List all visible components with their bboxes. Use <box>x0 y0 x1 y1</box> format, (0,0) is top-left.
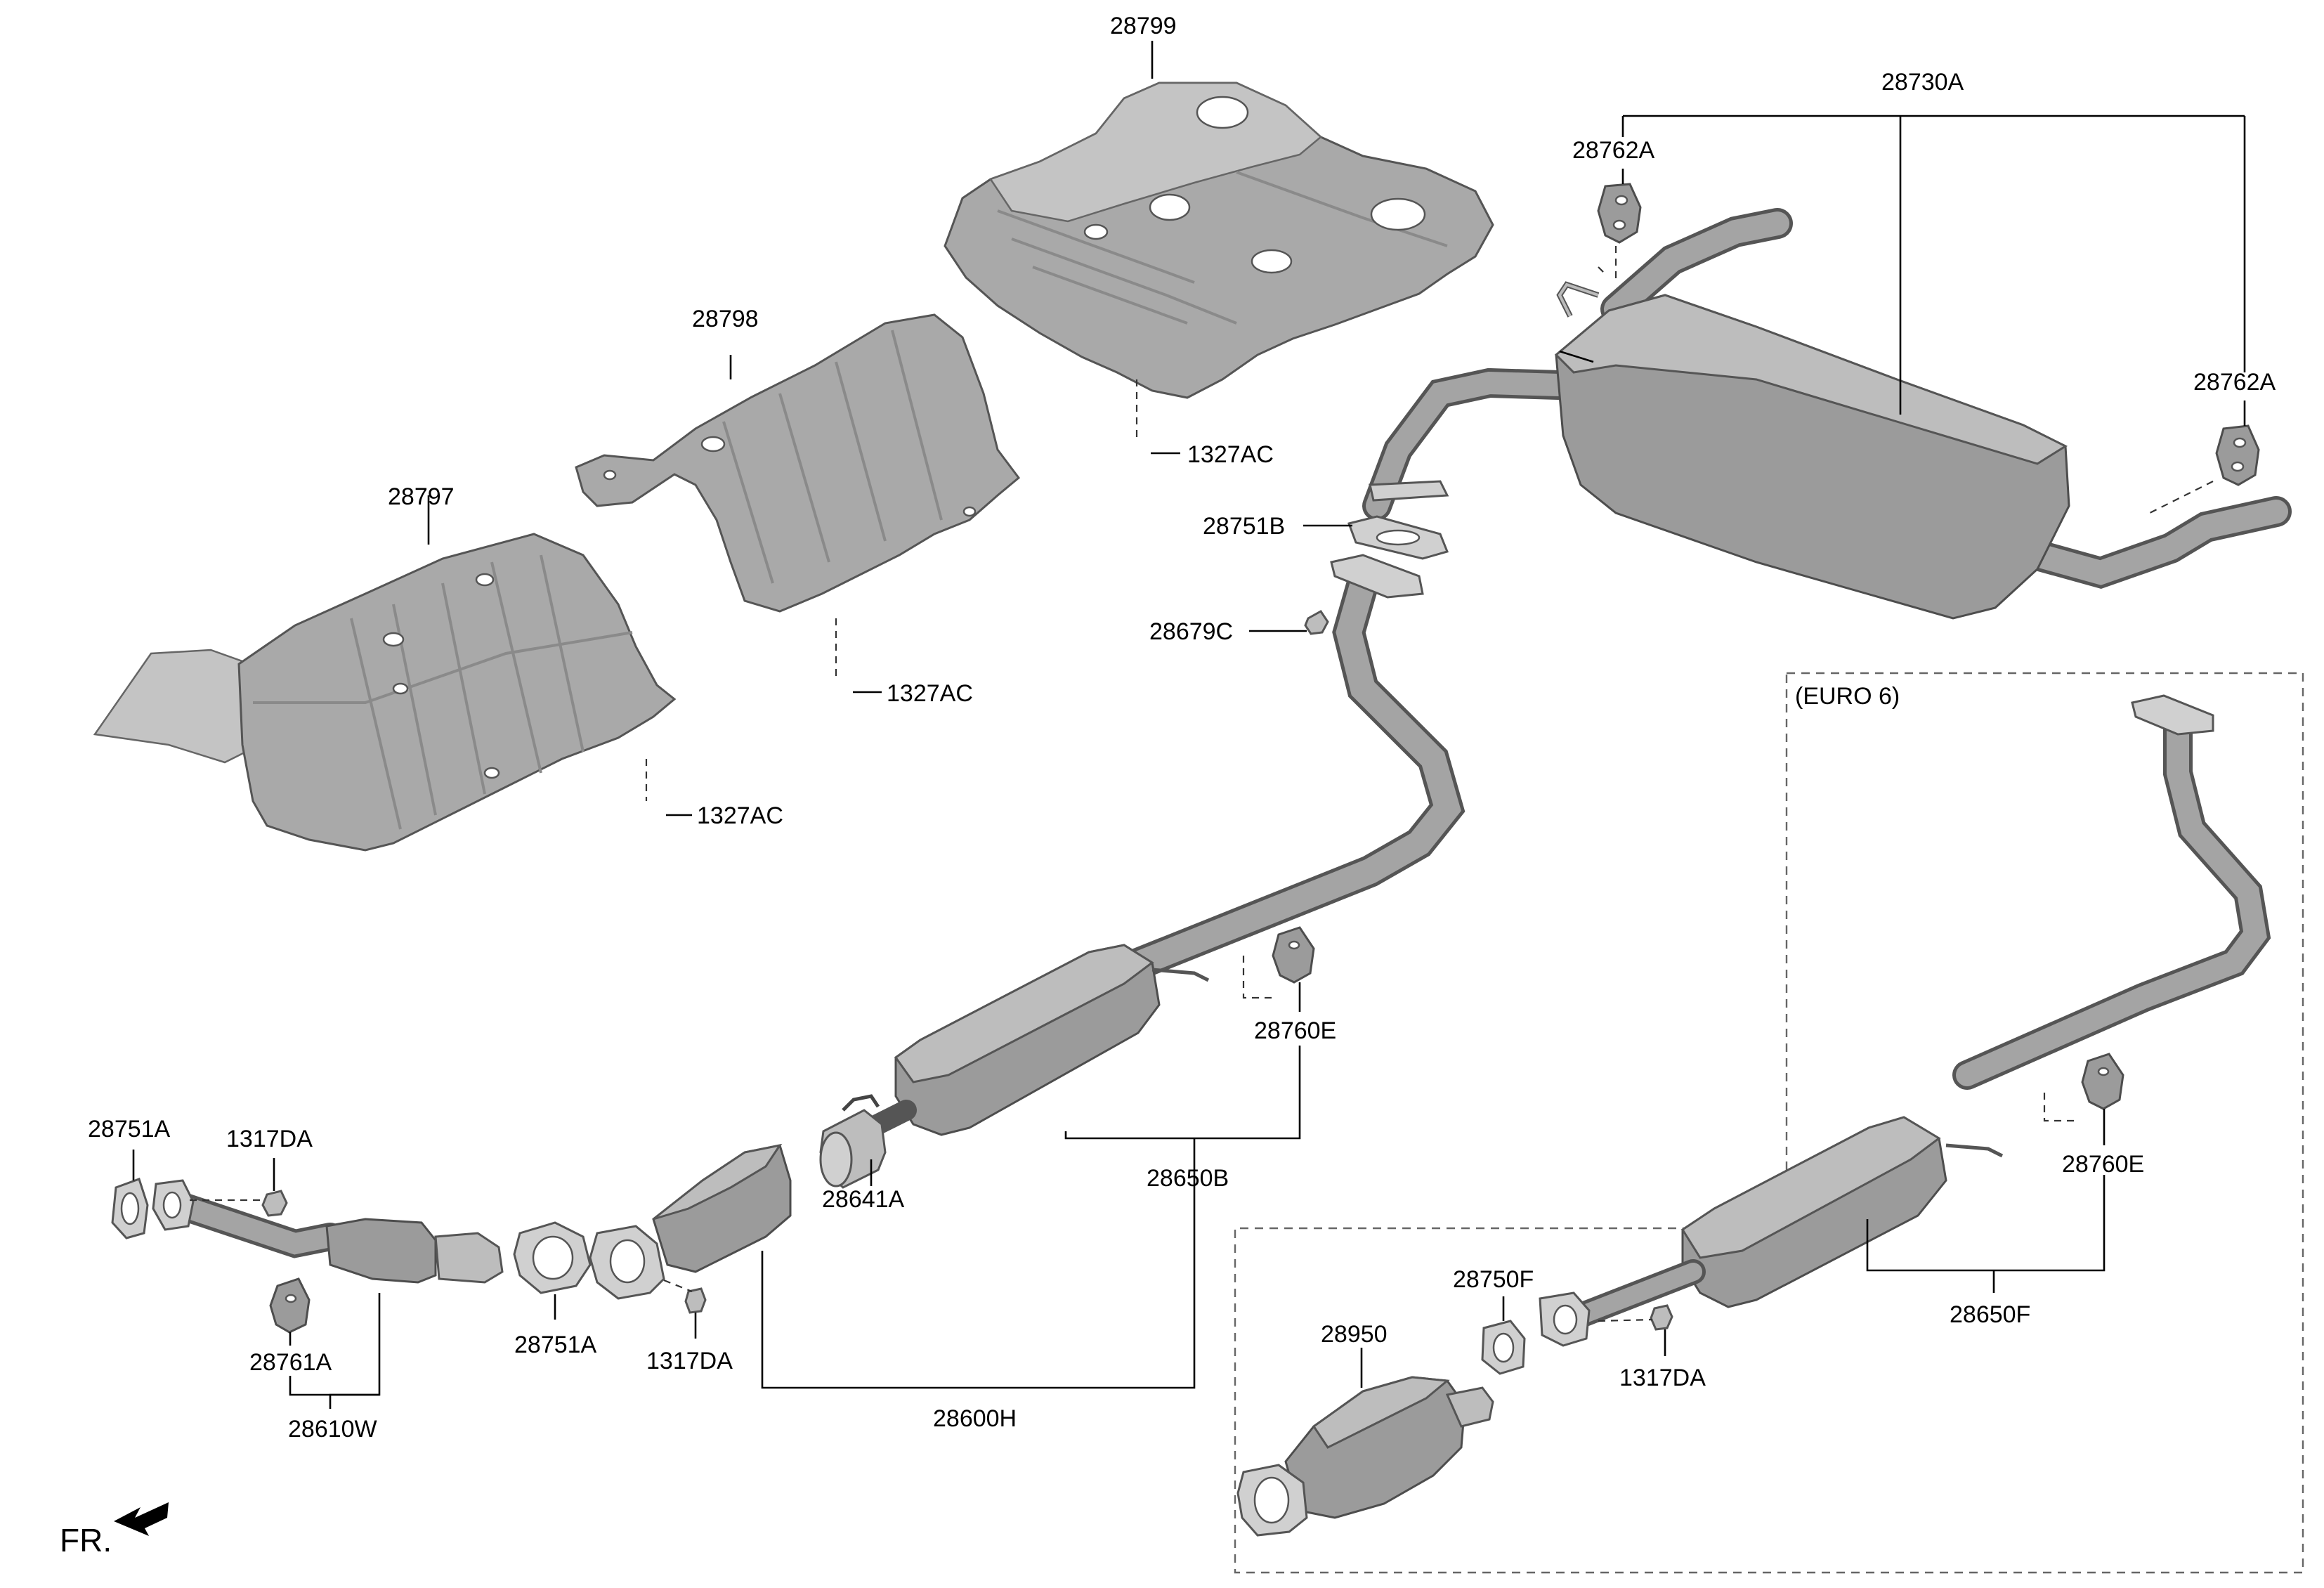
label-28650B: 28650B <box>1147 1165 1229 1192</box>
label-28610W: 28610W <box>288 1416 377 1443</box>
label-28760E-center: 28760E <box>1254 1017 1336 1044</box>
catalytic-converter-28950[interactable] <box>1236 1376 1494 1537</box>
label-1327AC-upper: 1327AC <box>1187 441 1274 468</box>
heat-shield-28799[interactable] <box>944 82 1494 399</box>
label-28760E-euro6: 28760E <box>2062 1151 2144 1178</box>
label-28650F: 28650F <box>1950 1301 2030 1328</box>
center-muffler-28650B[interactable] <box>868 554 1465 1136</box>
center-muffler-28650F[interactable] <box>1539 694 2271 1347</box>
label-28762A-top: 28762A <box>1572 137 1655 164</box>
rubber-hanger-28762A-right[interactable] <box>2215 424 2260 486</box>
label-28730A: 28730A <box>1881 69 1964 96</box>
rubber-hanger-28760E-center[interactable] <box>1272 926 1315 984</box>
gasket-28751A-left[interactable] <box>111 1178 149 1239</box>
label-28761A: 28761A <box>249 1349 332 1376</box>
clamp-28641A[interactable] <box>819 1094 887 1189</box>
bolt-1317DA-center[interactable] <box>684 1287 707 1314</box>
gasket-28750F[interactable] <box>1481 1320 1526 1375</box>
label-28797: 28797 <box>388 483 455 510</box>
flange-28730A-inlet <box>1369 480 1449 502</box>
leader-lines <box>132 41 2246 1409</box>
label-1317DA-center: 1317DA <box>646 1348 733 1374</box>
gasket-28751B[interactable] <box>1347 515 1449 560</box>
heat-shield-28798[interactable] <box>575 313 1021 613</box>
label-28679C: 28679C <box>1149 618 1233 645</box>
label-1317DA-euro6: 1317DA <box>1619 1365 1706 1391</box>
front-label: FR. <box>60 1522 112 1558</box>
label-28762A-right: 28762A <box>2193 369 2276 396</box>
label-28751A-center: 28751A <box>514 1332 597 1358</box>
label-28750F: 28750F <box>1453 1266 1534 1293</box>
label-28751A-left: 28751A <box>88 1116 171 1143</box>
label-28751B: 28751B <box>1203 513 1285 540</box>
bolt-1317DA-left[interactable] <box>261 1190 288 1217</box>
rubber-hanger-28762A-top[interactable] <box>1597 183 1642 244</box>
label-28950: 28950 <box>1321 1321 1388 1348</box>
catalytic-converter-28600H[interactable] <box>589 1143 792 1300</box>
label-28799: 28799 <box>1110 13 1177 39</box>
label-28600H: 28600H <box>933 1405 1017 1432</box>
heat-shield-28797[interactable] <box>93 533 677 852</box>
label-1327AC-middle: 1327AC <box>887 680 973 707</box>
rear-muffler-28730A[interactable] <box>1362 208 2292 620</box>
label-1317DA-left: 1317DA <box>226 1126 313 1152</box>
euro6-box-title: (EURO 6) <box>1795 683 1900 710</box>
label-28798: 28798 <box>692 306 759 332</box>
label-28641A: 28641A <box>822 1186 905 1213</box>
front-pipe-28610W[interactable] <box>152 1179 504 1284</box>
nut-28679C[interactable] <box>1304 610 1329 635</box>
rubber-hanger-28760E-euro6[interactable] <box>2081 1053 2124 1110</box>
bolt-1317DA-euro6[interactable] <box>1650 1304 1673 1331</box>
front-direction-arrow-icon <box>114 1502 169 1536</box>
gasket-28751A-center[interactable] <box>513 1221 592 1294</box>
rubber-hanger-28761A[interactable] <box>269 1277 311 1334</box>
label-1327AC-lower: 1327AC <box>697 802 783 829</box>
